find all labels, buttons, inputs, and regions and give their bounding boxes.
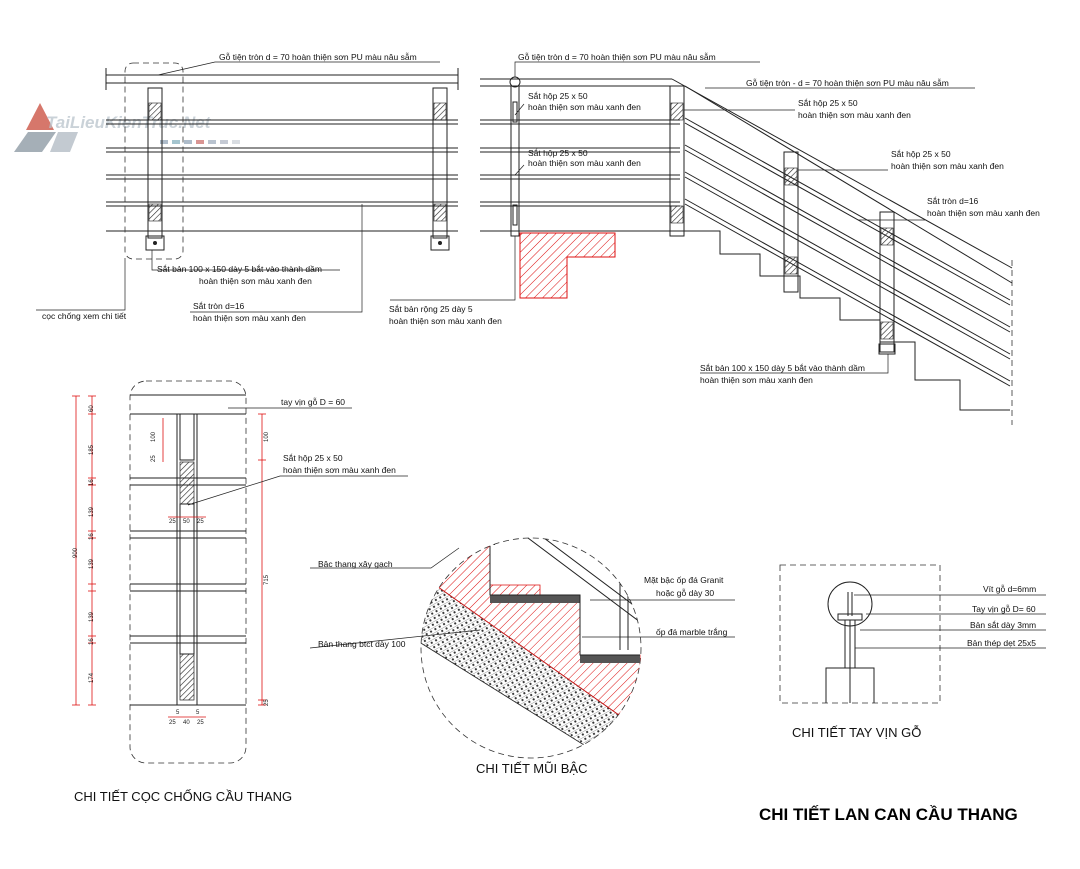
label-box4-line2: hoàn thiện sơn màu xanh đen (891, 161, 1004, 171)
handrail-label-screw: Vít gỗ d=6mm (983, 584, 1036, 594)
post-detail-caption: CHI TIẾT CỌC CHỐNG CẦU THANG (74, 789, 292, 804)
label-rod-left-line1: Sắt tròn d=16 (193, 301, 245, 311)
main-title: CHI TIẾT LAN CAN CẦU THANG (759, 805, 1018, 824)
label-rod-left-line2: hoàn thiện sơn màu xanh đen (193, 313, 306, 323)
label-box2-line2: hoàn thiện sơn màu xanh đen (528, 158, 641, 168)
watermark-logo-icon (14, 103, 78, 152)
nosing-detail: Bậc thang xây gạch Bản thang btct dày 10… (309, 537, 735, 776)
label-box1-line1: Sắt hộp 25 x 50 (528, 91, 588, 101)
handrail-label-rail: Tay vịn gỗ D= 60 (972, 604, 1036, 614)
handrail-detail: Vít gỗ d=6mm Tay vịn gỗ D= 60 Bản sắt dà… (779, 564, 1046, 740)
post-dim-left-0: 60 (89, 405, 95, 412)
post-dim-left-7: 16 (89, 638, 95, 645)
handrail-detail-caption: CHI TIẾT TAY VỊN GỖ (792, 725, 921, 740)
post-dim-left-8: 174 (89, 672, 95, 683)
handrail-label-plate: Bản sắt dày 3mm (970, 620, 1036, 630)
post-dim-right-mid: 715 (264, 574, 270, 585)
nosing-label-slab: Bản thang btct dày 100 (318, 639, 406, 649)
post-dim-left-5: 139 (89, 558, 95, 569)
label-flat-bar-line1: Sắt bản rộng 25 dày 5 (389, 304, 473, 314)
nosing-label-tread-line1: Mặt bậc ốp đá Granit (644, 575, 724, 585)
label-handrail-mid: Gỗ tiện tròn d = 70 hoàn thiện sơn PU mà… (518, 52, 716, 62)
watermark-text: TaiLieuKienTruc.Net (46, 113, 212, 132)
post-dim-left-1: 185 (89, 444, 95, 455)
post-dim-bot-0: 25 (169, 720, 176, 726)
post-label-box-line1: Sắt hộp 25 x 50 (283, 453, 343, 463)
label-rod-right-line2: hoàn thiện sơn màu xanh đen (927, 208, 1040, 218)
post-dim-mid-1: 50 (183, 519, 190, 525)
post-dim-bot-2: 25 (197, 720, 204, 726)
label-handrail-right: Gỗ tiện tròn - d = 70 hoàn thiện sơn PU … (746, 78, 949, 88)
post-dim-mid-0: 25 (169, 519, 176, 525)
post-dim-left-4: 16 (89, 533, 95, 540)
post-dim-left-3: 139 (89, 506, 95, 517)
label-rod-right-line1: Sắt tròn d=16 (927, 196, 979, 206)
label-plate-right-line2: hoàn thiện sơn màu xanh đen (700, 375, 813, 385)
label-box3-line1: Sắt hộp 25 x 50 (798, 98, 858, 108)
post-dim-bot-1: 40 (183, 720, 190, 726)
label-plate-left-line1: Sắt bản 100 x 150 dày 5 bắt vào thành dầ… (157, 264, 322, 274)
post-dim-bot-small-0: 5 (176, 710, 180, 716)
label-plate-right-line1: Sắt bản 100 x 150 dày 5 bắt vào thành dầ… (700, 363, 865, 373)
railing-elevation: Gỗ tiện tròn d = 70 hoàn thiện sơn PU mà… (36, 52, 1040, 425)
label-post-reference: cọc chống xem chi tiết (42, 311, 127, 321)
label-box2-line1: Sắt hộp 25 x 50 (528, 148, 588, 158)
nosing-label-brick: Bậc thang xây gạch (318, 559, 393, 569)
nosing-label-marble: ốp đá marble trắng (656, 627, 728, 637)
nosing-label-tread-line2: hoặc gỗ dày 30 (656, 588, 714, 598)
post-detail: 60 185 16 139 16 139 139 16 174 900 100 … (72, 380, 408, 804)
post-dim-total: 900 (73, 547, 79, 558)
post-dim-mid-2: 25 (197, 519, 204, 525)
label-box1-line2: hoàn thiện sơn màu xanh đen (528, 102, 641, 112)
handrail-label-flat: Bản thép dẹt 25x5 (967, 638, 1036, 648)
post-dim-left-6: 139 (89, 611, 95, 622)
label-flat-bar-line2: hoàn thiện sơn màu xanh đen (389, 316, 502, 326)
post-dim-bot-small-1: 5 (196, 710, 200, 716)
post-dim-left-2: 16 (89, 479, 95, 486)
post-dim-right-top: 100 (264, 431, 270, 442)
nosing-detail-caption: CHI TIẾT MŨI BẬC (476, 761, 587, 776)
label-plate-left-line2: hoàn thiện sơn màu xanh đen (199, 276, 312, 286)
label-box3-line2: hoàn thiện sơn màu xanh đen (798, 110, 911, 120)
post-dim-top-25: 25 (151, 455, 157, 462)
post-dim-top-100: 100 (151, 431, 157, 442)
label-handrail-left: Gỗ tiện tròn d = 70 hoàn thiện sơn PU mà… (219, 52, 417, 62)
post-label-handrail: tay vịn gỗ D = 60 (281, 397, 345, 407)
watermark: TaiLieuKienTruc.Net (14, 103, 240, 152)
label-box4-line1: Sắt hộp 25 x 50 (891, 149, 951, 159)
post-dim-right-bot: 25 (264, 699, 270, 706)
post-label-box-line2: hoàn thiện sơn màu xanh đen (283, 465, 396, 475)
